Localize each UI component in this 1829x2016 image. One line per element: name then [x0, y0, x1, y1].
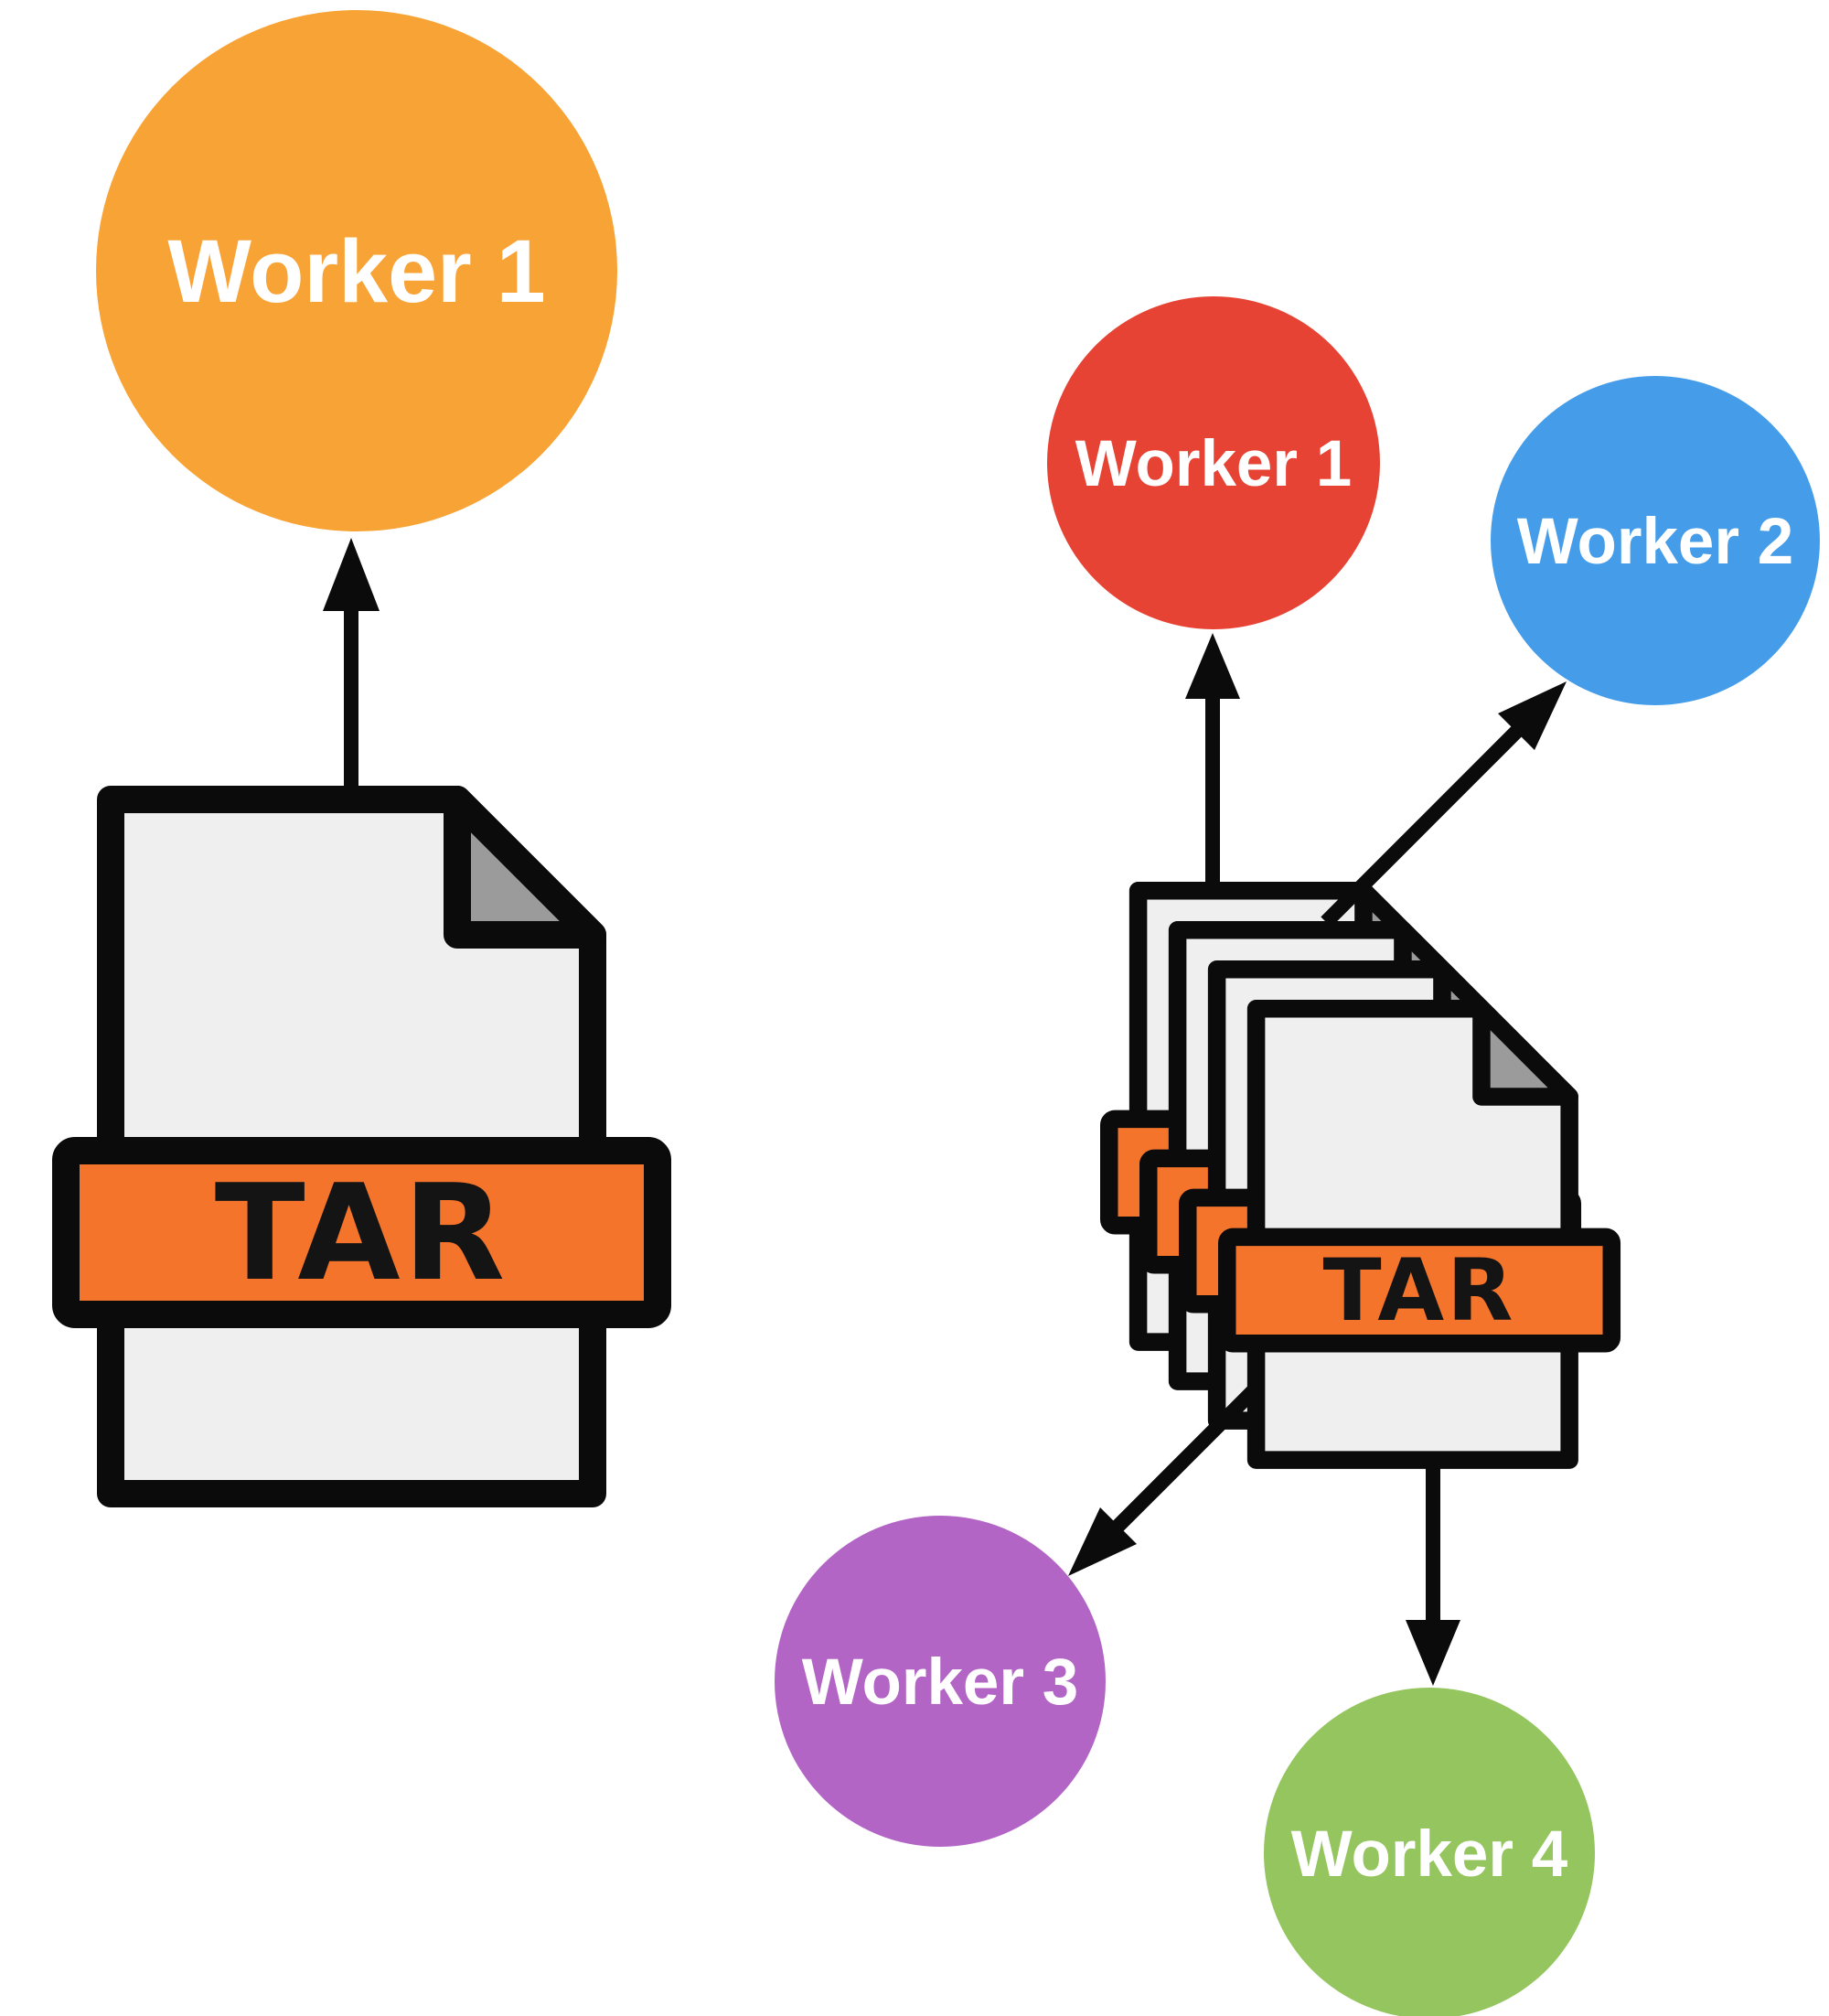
worker-1-single-label: Worker 1: [167, 221, 545, 321]
arrowhead-shards-to-worker2-icon: [1498, 681, 1567, 750]
worker-2-node: [1491, 376, 1820, 705]
arrowhead-single-tar-to-worker1-icon: [323, 538, 380, 611]
worker-4-node: [1264, 1688, 1595, 2016]
arrow-shards-to-worker2: [1321, 722, 1526, 928]
worker-1-label: Worker 1: [1075, 428, 1353, 500]
arrowhead-shards-to-worker4-icon: [1406, 1620, 1460, 1686]
worker-4-label: Worker 4: [1291, 1818, 1568, 1891]
worker-3-label: Worker 3: [802, 1646, 1079, 1719]
arrowhead-shards-to-worker1-icon: [1185, 633, 1240, 699]
sharded-tar-band-label: TAR: [1323, 1241, 1516, 1341]
worker-1-node: [1047, 296, 1380, 629]
arrowhead-shards-to-worker3-icon: [1068, 1507, 1137, 1576]
tar-shard-file-front: [1227, 1009, 1612, 1460]
worker-1-single-node: [96, 10, 617, 531]
sharded-tar-group: TAR Worker 1 Worker 2 Worker 3 Worker 4: [775, 296, 1820, 2016]
worker-2-label: Worker 2: [1517, 506, 1794, 578]
single-tar-group: TAR Worker 1: [66, 10, 658, 1494]
worker-3-node: [775, 1516, 1106, 1847]
single-tar-band-label: TAR: [215, 1156, 508, 1311]
single-tar-file-icon: [66, 799, 658, 1494]
